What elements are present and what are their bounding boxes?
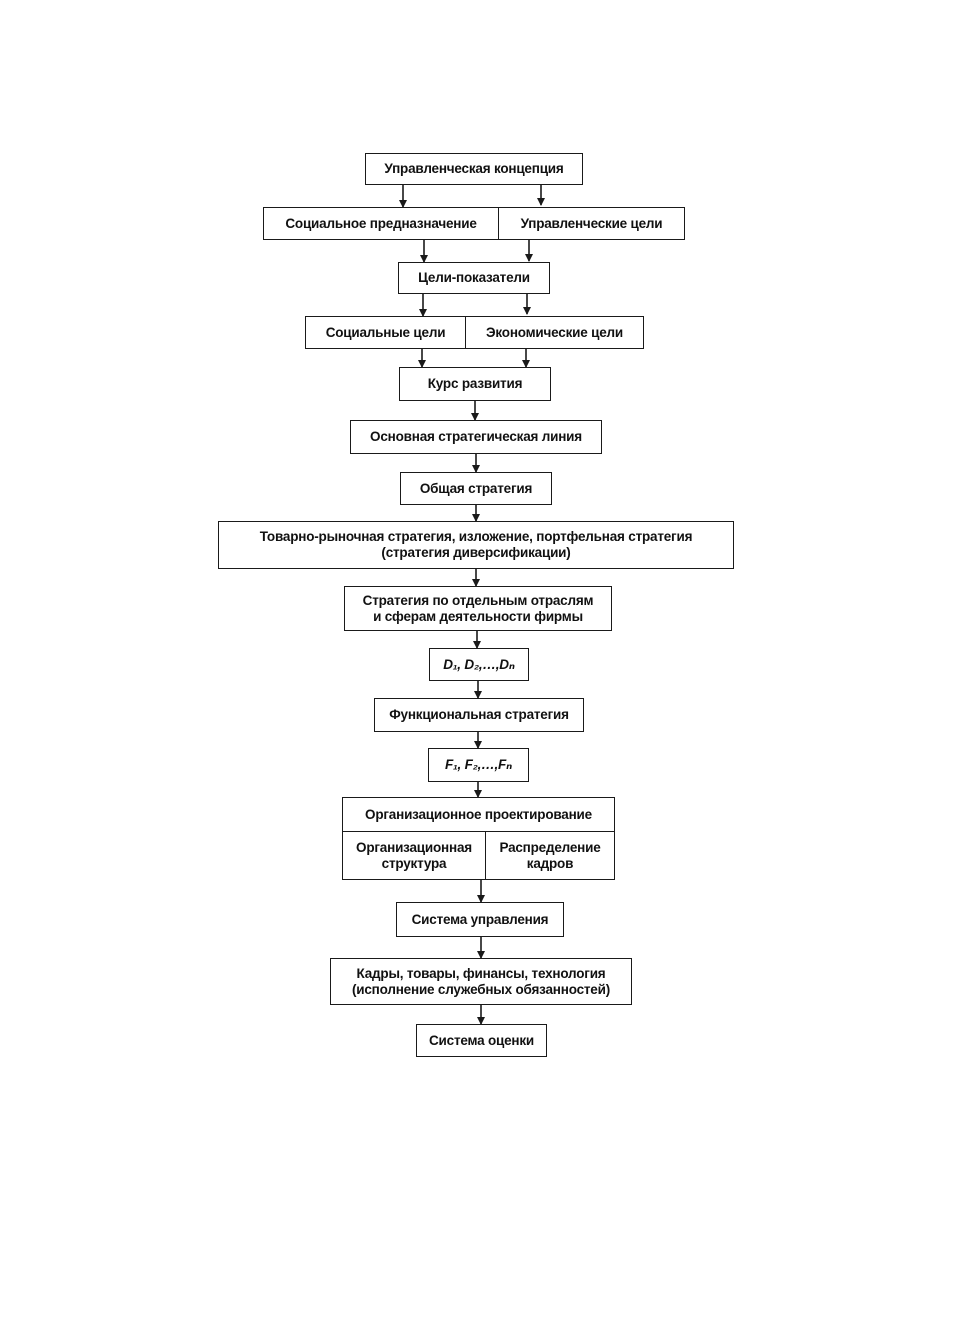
sector-strategy-box: Стратегия по отдельным отраслям и сферам… [344, 586, 612, 631]
social-purpose-cell: Социальное предназначение [264, 208, 498, 239]
main-line-label: Основная стратегическая линия [370, 429, 582, 444]
f-series-box: F₁, F₂,…,Fₙ [428, 748, 529, 782]
purpose-box: Социальное предназначение Управленческие… [263, 207, 685, 240]
functional-strategy-box: Функциональная стратегия [374, 698, 584, 732]
sector-strategy-label: Стратегия по отдельным отраслям и сферам… [362, 592, 594, 624]
course-box: Курс развития [399, 367, 551, 401]
org-design-box: Организационное проектирование Организац… [342, 797, 615, 880]
goals-box: Социальные цели Экономические цели [305, 316, 644, 349]
functional-strategy-label: Функциональная стратегия [389, 707, 569, 722]
course-label: Курс развития [427, 376, 523, 391]
resources-label: Кадры, товары, финансы, технология (испо… [351, 965, 611, 997]
concept-label: Управленческая концепция [384, 161, 564, 176]
market-strategy-label: Товарно-рыночная стратегия, изложение, п… [259, 529, 693, 560]
resources-box: Кадры, товары, финансы, технология (испо… [330, 958, 632, 1005]
d-series-box: D₁, D₂,…,Dₙ [429, 648, 529, 681]
economic-goals-label: Экономические цели [485, 324, 623, 340]
social-goals-cell: Социальные цели [306, 317, 465, 348]
evaluation-system-label: Система оценки [428, 1032, 535, 1048]
org-design-parts: Организационная структура Распределение … [343, 832, 614, 879]
d-series-label: D₁, D₂,…,Dₙ [443, 656, 515, 672]
org-structure-cell: Организационная структура [343, 832, 485, 879]
org-design-header: Организационное проектирование [343, 798, 614, 832]
org-structure-label: Организационная структура [356, 839, 472, 871]
social-purpose-label: Социальное предназначение [285, 215, 477, 231]
indicators-box: Цели-показатели [398, 262, 550, 294]
staff-distribution-cell: Распределение кадров [485, 832, 614, 879]
management-system-box: Система управления [396, 902, 564, 937]
org-design-label: Организационное проектирование [365, 806, 592, 822]
f-series-label: F₁, F₂,…,Fₙ [444, 757, 513, 772]
concept-box: Управленческая концепция [365, 153, 583, 185]
general-strategy-label: Общая стратегия [419, 480, 533, 496]
main-line-box: Основная стратегическая линия [350, 420, 602, 454]
social-goals-label: Социальные цели [325, 324, 446, 340]
market-strategy-box: Товарно-рыночная стратегия, изложение, п… [218, 521, 734, 569]
evaluation-system-box: Система оценки [416, 1024, 547, 1057]
management-goals-cell: Управленческие цели [498, 208, 684, 239]
economic-goals-cell: Экономические цели [465, 317, 643, 348]
staff-distribution-label: Распределение кадров [499, 839, 601, 871]
general-strategy-box: Общая стратегия [400, 472, 552, 505]
management-goals-label: Управленческие цели [520, 215, 663, 231]
management-system-label: Система управления [411, 911, 549, 927]
indicators-label: Цели-показатели [418, 270, 530, 285]
